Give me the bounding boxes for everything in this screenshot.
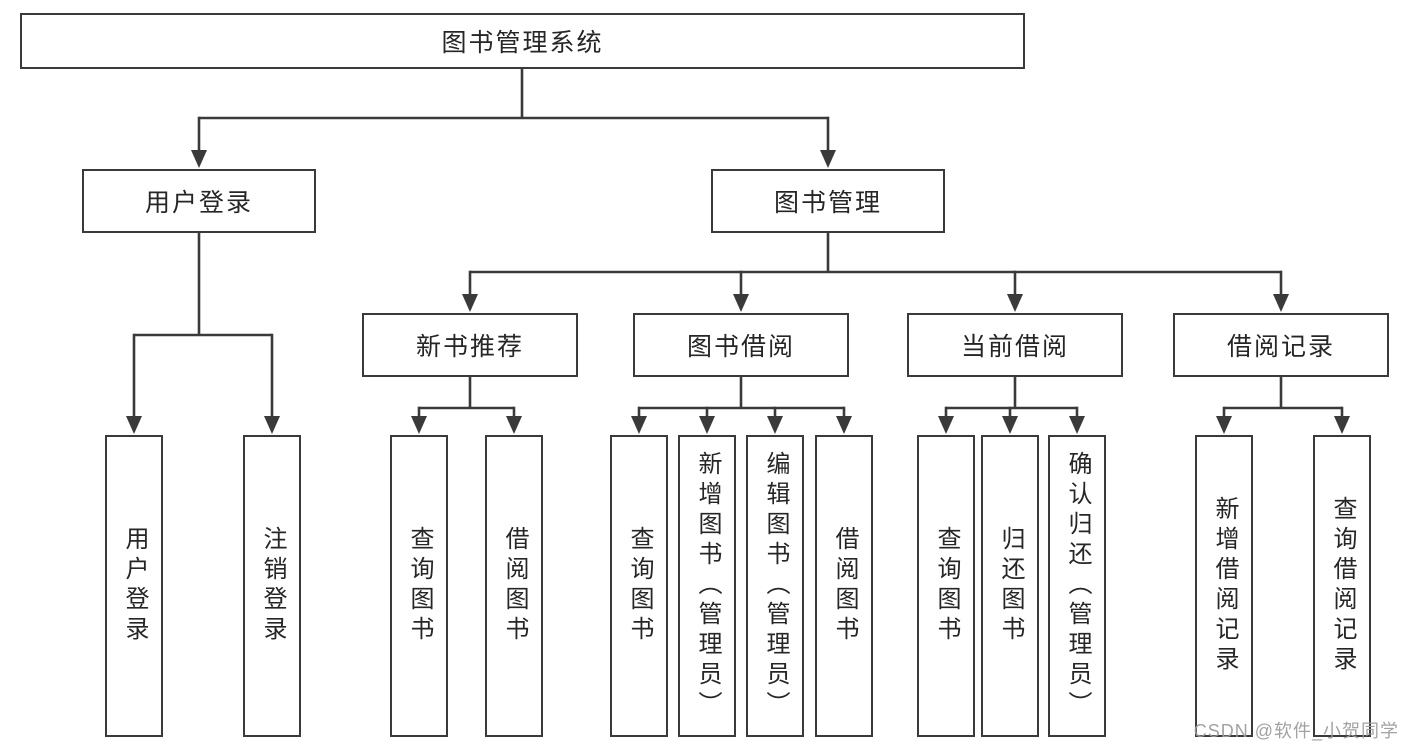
node-label: 借阅记录 (1226, 333, 1335, 361)
node-label: 新书推荐 (415, 333, 524, 361)
node-new-book-recommendation: 新书推荐 (362, 313, 578, 377)
node-label: 查询图书 (406, 526, 433, 646)
node-user-login-group: 用户登录 (82, 169, 316, 233)
leaf-borrow-books: 借阅图书 (815, 435, 873, 737)
node-label: 图书借阅 (686, 333, 795, 361)
leaf-user-login: 用户登录 (105, 435, 163, 737)
node-label: 当前借阅 (960, 333, 1069, 361)
node-label: 注销登录 (259, 526, 286, 646)
node-label: 借阅图书 (501, 526, 528, 646)
watermark-text: CSDN @软件_小贺同学 (1193, 721, 1399, 741)
node-book-borrowing: 图书借阅 (633, 313, 849, 377)
leaf-edit-books-admin: 编辑图书（管理员） (746, 435, 804, 737)
node-borrowing-records: 借阅记录 (1173, 313, 1389, 377)
leaf-add-borrow-record: 新增借阅记录 (1195, 435, 1253, 737)
node-label: 确认归还（管理员） (1064, 451, 1091, 721)
node-label: 新增借阅记录 (1211, 496, 1238, 676)
leaf-query-borrow-record: 查询借阅记录 (1313, 435, 1371, 737)
leaf-return-books: 归还图书 (981, 435, 1039, 737)
node-label: 编辑图书（管理员） (762, 451, 789, 721)
node-label: 归还图书 (997, 526, 1024, 646)
leaf-query-books-borrowing: 查询图书 (610, 435, 668, 737)
leaf-logout: 注销登录 (243, 435, 301, 737)
node-library-management-system: 图书管理系统 (20, 13, 1025, 69)
node-label: 借阅图书 (831, 526, 858, 646)
node-label: 查询借阅记录 (1329, 496, 1356, 676)
leaf-query-books-recommend: 查询图书 (390, 435, 448, 737)
leaf-confirm-return-admin: 确认归还（管理员） (1048, 435, 1106, 737)
leaf-add-books-admin: 新增图书（管理员） (678, 435, 736, 737)
leaf-borrow-books-recommend: 借阅图书 (485, 435, 543, 737)
node-label: 用户登录 (121, 526, 148, 646)
node-current-borrowing: 当前借阅 (907, 313, 1123, 377)
node-label: 新增图书（管理员） (694, 451, 721, 721)
leaf-query-books-current: 查询图书 (917, 435, 975, 737)
node-label: 用户登录 (144, 189, 253, 217)
node-book-management: 图书管理 (711, 169, 945, 233)
node-label: 图书管理 (773, 189, 882, 217)
node-label: 查询图书 (933, 526, 960, 646)
node-label: 查询图书 (626, 526, 653, 646)
node-label: 图书管理系统 (441, 29, 604, 57)
